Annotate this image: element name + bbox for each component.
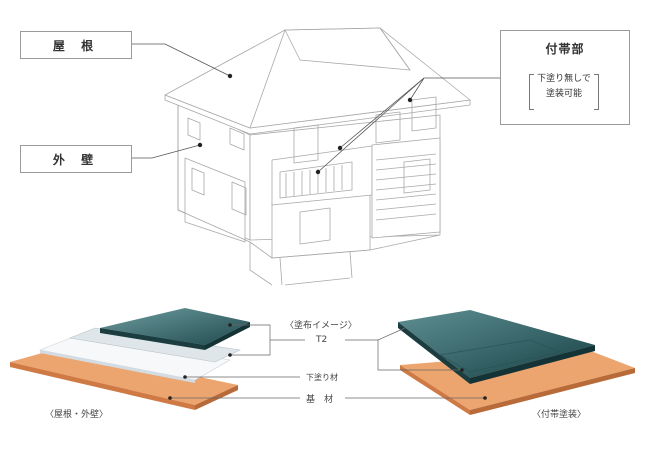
fuzoku-note: 下塗り無しで 塗装可能 (529, 72, 599, 112)
t2-label: T2 (316, 335, 328, 345)
coating-image-label: 〈塗布イメージ〉 (285, 321, 357, 331)
primer-label: 下塗り材 (306, 373, 338, 382)
bracket-right (594, 74, 599, 110)
fuzoku-callout: 付帯部 下塗り無しで 塗装可能 (500, 30, 630, 125)
right-coating-slab (398, 310, 635, 415)
right-caption: 〈付帯塗装〉 (532, 410, 587, 420)
fuzoku-title: 付帯部 (545, 42, 585, 56)
wall-label: 外 壁 (20, 145, 132, 173)
fuzoku-note-line2: 塗装可能 (545, 89, 582, 99)
left-coating-slab (10, 308, 250, 410)
roof-label: 屋 根 (20, 31, 132, 59)
left-caption: 〈屋根・外壁〉 (45, 410, 109, 420)
bracket-left (529, 74, 534, 110)
fuzoku-note-line1: 下塗り無しで (537, 74, 591, 84)
substrate-label: 基 材 (306, 395, 334, 405)
